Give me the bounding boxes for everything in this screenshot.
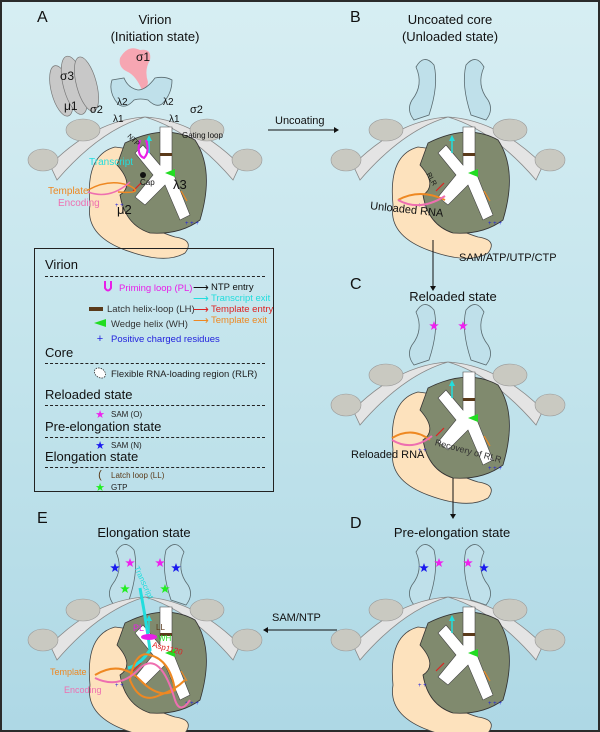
panel-a-title-line1: Virion — [138, 12, 172, 27]
panel-a-title: Virion (Initiation state) — [111, 11, 200, 45]
legend-item-latch-loop: ( Latch loop (LL) — [93, 469, 164, 481]
lambda1-right-label: λ1 — [169, 114, 180, 125]
sam-atp-utp-ctp-label: SAM/ATP/UTP/CTP — [459, 252, 557, 264]
pl-label: PL — [133, 623, 145, 633]
sigma2-left-label: σ2 — [90, 104, 103, 116]
legend-heading-virion: Virion — [45, 257, 79, 272]
legend-item-transcript-exit: ⟶ Transcript exit — [193, 293, 271, 305]
legend-heading-elongation: Elongation state — [45, 449, 139, 464]
legend-divider — [45, 437, 265, 438]
legend-item-ntp-entry: ⟶ NTP entry — [193, 282, 254, 294]
cap-label: Cap — [140, 178, 155, 187]
rlr-blob-icon — [93, 367, 107, 382]
legend-heading-reloaded: Reloaded state — [45, 387, 133, 402]
panel-e-diagram — [27, 544, 263, 732]
legend-item-wedge-helix: Wedge helix (WH) — [93, 318, 188, 330]
legend-item-latch-helix: Latch helix-loop (LH) — [89, 303, 195, 315]
panel-b-title-line2: (Unloaded state) — [401, 29, 499, 44]
lambda1-left-label: λ1 — [113, 114, 124, 125]
panel-c-title: Reloaded state — [409, 289, 497, 304]
arrow-right-icon: ⟶ — [193, 315, 209, 327]
gating-loop-label: Gating loop — [182, 131, 223, 140]
encoding-label-e: Encoding — [64, 685, 102, 695]
legend-item-template-entry: ⟶ Template entry — [193, 304, 274, 316]
star-icon: ★ — [95, 409, 105, 421]
encoding-label-a: Encoding — [58, 198, 100, 209]
sigma1-label: σ1 — [136, 50, 151, 64]
panel-b-diagram — [330, 59, 566, 260]
lambda3-label: λ3 — [173, 177, 187, 192]
legend-box: Virion Priming loop (PL) Latch helix-loo… — [34, 248, 274, 494]
panel-a-diagram — [27, 48, 263, 260]
arrow-right-icon: ⟶ — [193, 304, 209, 316]
panel-c-letter: C — [350, 276, 362, 293]
legend-item-sam-o: ★ SAM (O) — [93, 408, 142, 421]
lambda2-right-label: λ2 — [163, 97, 174, 108]
legend-divider — [45, 467, 265, 468]
panel-b-title-line1: Uncoated core — [407, 12, 493, 27]
panel-a-title-line2: (Initiation state) — [110, 29, 200, 44]
panel-d-letter: D — [350, 515, 362, 532]
ll-label: LL — [156, 623, 165, 632]
latch-helix-icon — [89, 303, 103, 315]
panel-d-diagram — [330, 544, 566, 732]
legend-divider — [45, 276, 265, 277]
sam-o-star-right — [155, 558, 165, 567]
legend-heading-pre-elongation: Pre-elongation state — [45, 419, 162, 434]
panel-d-title: Pre-elongation state — [393, 525, 511, 540]
panel-b-letter: B — [350, 9, 361, 26]
latch-loop-icon: ( — [98, 469, 102, 481]
legend-item-sam-n: ★ SAM (N) — [93, 439, 142, 452]
template-label-e: Template — [50, 667, 87, 677]
sam-ntp-label: SAM/NTP — [272, 612, 321, 624]
sigma2-right-label: σ2 — [190, 104, 203, 116]
priming-loop-icon — [101, 281, 115, 296]
panel-b-title: Uncoated core (Unloaded state) — [402, 11, 498, 45]
sigma3-label: σ3 — [60, 69, 75, 83]
legend-item-priming-loop: Priming loop (PL) — [101, 281, 192, 296]
panel-c-diagram — [330, 304, 566, 505]
sam-n-star-left — [110, 563, 120, 572]
template-label-a: Template — [48, 186, 89, 197]
star-icon: ★ — [95, 440, 105, 452]
legend-item-rlr: Flexible RNA-loading region (RLR) — [93, 367, 257, 382]
uncoating-label: Uncoating — [275, 115, 325, 127]
wh-label: WH — [158, 634, 172, 643]
plus-icon: + — [96, 333, 104, 345]
star-icon: ★ — [95, 482, 105, 494]
legend-item-template-exit: ⟶ Template exit — [193, 315, 267, 327]
mu2-label: μ2 — [117, 202, 132, 217]
legend-divider — [45, 363, 265, 364]
mu1-label: μ1 — [64, 99, 78, 113]
arrow-right-icon: ⟶ — [193, 293, 209, 305]
wedge-helix-icon — [93, 318, 107, 330]
panel-a-letter: A — [37, 9, 48, 26]
panel-e-letter: E — [37, 510, 48, 527]
lambda2-left-label: λ2 — [117, 97, 128, 108]
legend-divider — [45, 405, 265, 406]
arrow-right-icon: ⟶ — [193, 282, 209, 294]
reloaded-rna-label: Reloaded RNA — [351, 449, 425, 461]
legend-item-gtp: ★ GTP — [93, 481, 127, 494]
panel-e-title: Elongation state — [97, 525, 191, 540]
legend-heading-core: Core — [45, 345, 74, 360]
legend-item-positive-residues: + Positive charged residues — [93, 333, 220, 345]
transcript-label: Transcript — [89, 157, 134, 168]
